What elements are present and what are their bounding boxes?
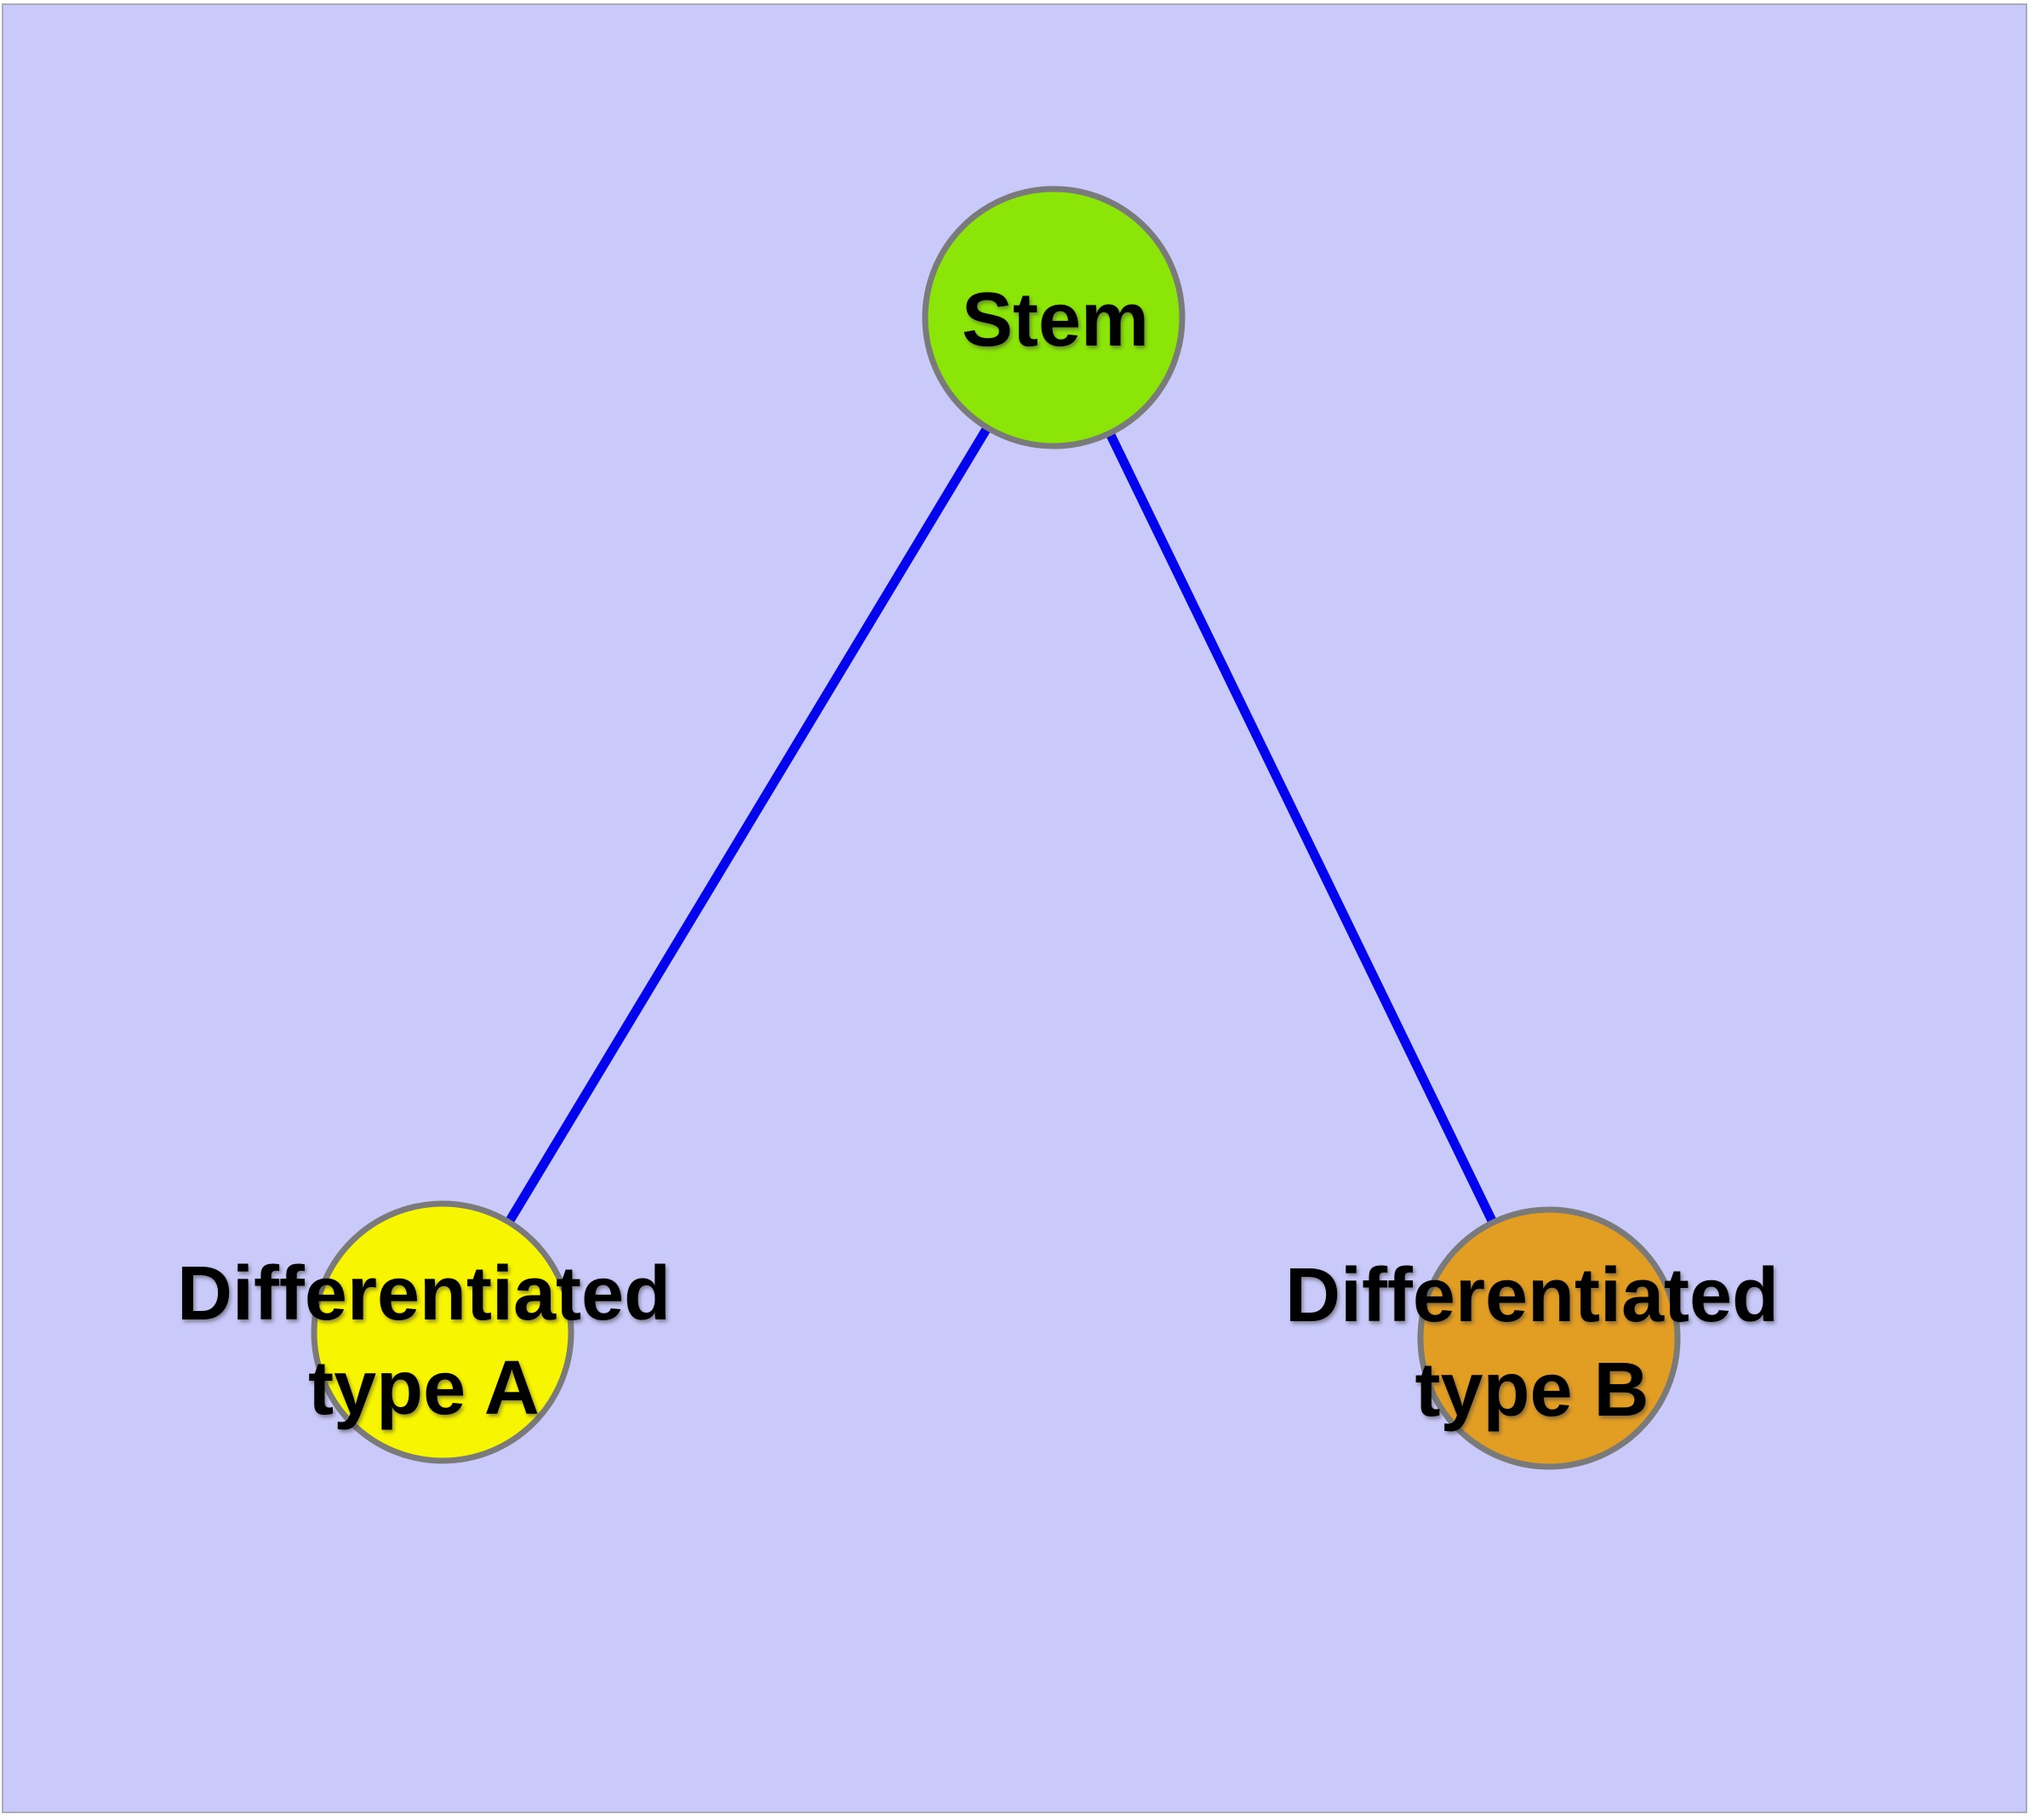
edge-stem-to-type-a [438, 315, 1058, 1335]
node-differentiated-type-b [1417, 1206, 1681, 1470]
node-differentiated-type-a [311, 1200, 574, 1464]
node-stem [922, 186, 1186, 449]
node-type-b-label-line1: Differentiated [1285, 1253, 1779, 1338]
node-type-a-label-line1: Differentiated [177, 1251, 671, 1336]
node-type-b-label-line2: type B [1415, 1348, 1649, 1433]
node-stem-label: Stem [962, 278, 1149, 363]
node-type-a-label-line2: type A [308, 1346, 540, 1431]
edge-stem-to-type-b [1049, 315, 1553, 1341]
